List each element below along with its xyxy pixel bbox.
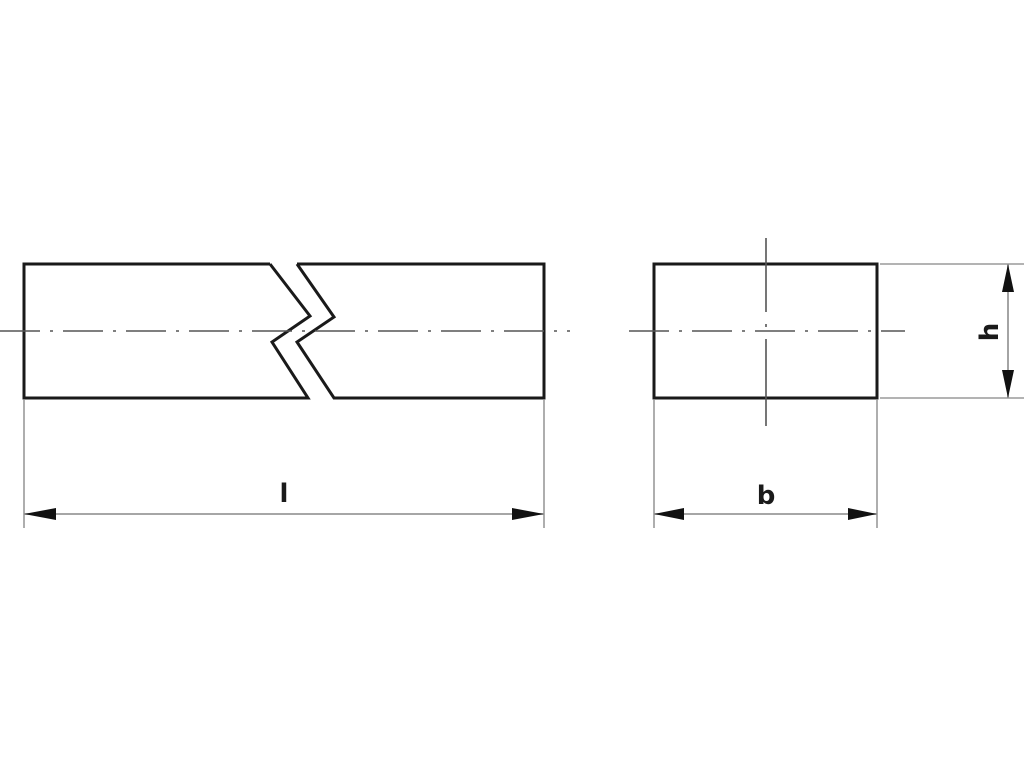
side-view-left-segment xyxy=(22,262,313,400)
side-view xyxy=(0,262,570,400)
arrowhead-right-icon xyxy=(848,508,877,520)
dimension-label-h: h xyxy=(975,323,1005,342)
end-view xyxy=(629,238,905,426)
arrowhead-left-icon xyxy=(654,508,684,520)
arrowhead-down-icon xyxy=(1002,370,1014,398)
dimension-label-b: b xyxy=(757,481,776,511)
side-view-right-segment xyxy=(294,262,546,400)
dimension-l: l xyxy=(23,400,545,528)
dimension-h: h xyxy=(880,263,1024,399)
arrowhead-right-icon xyxy=(512,508,544,520)
arrowhead-left-icon xyxy=(24,508,56,520)
dimension-label-l: l xyxy=(280,479,289,509)
dimension-b: b xyxy=(653,400,878,528)
arrowhead-up-icon xyxy=(1002,264,1014,292)
